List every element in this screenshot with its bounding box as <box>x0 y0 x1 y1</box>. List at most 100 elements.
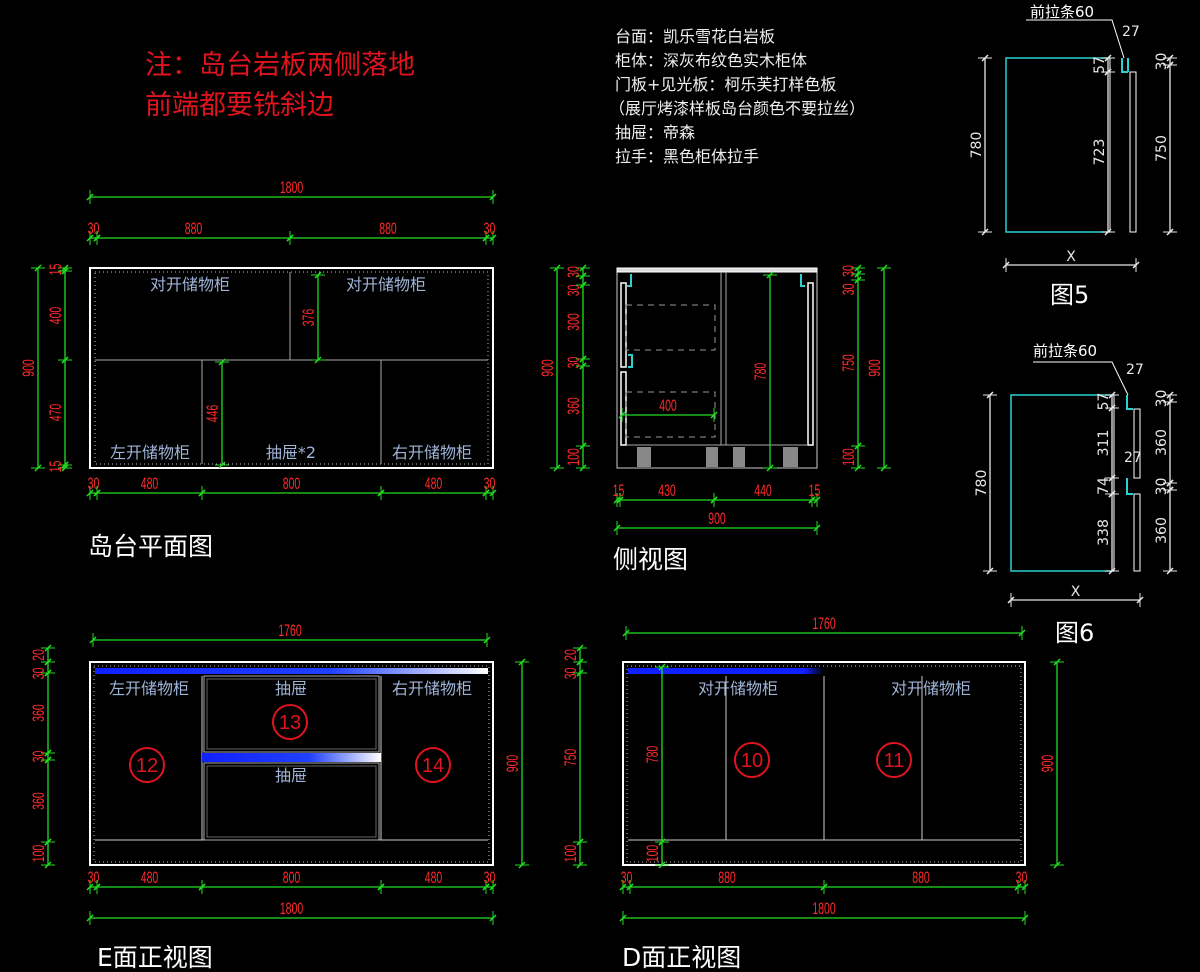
dimension: 360 <box>1154 398 1177 487</box>
dimension-value: 30 <box>563 284 582 296</box>
dimension: 470 <box>45 356 72 469</box>
d-label-left: 对开储物柜 <box>698 679 778 698</box>
dimension-value: 30 <box>1016 867 1028 886</box>
fig6-gap-mid: 27 <box>1124 450 1142 466</box>
dimension: 100 <box>28 838 55 869</box>
dimension-value: 900 <box>537 359 556 377</box>
dimension: 900 <box>502 658 529 869</box>
dimension: 360 <box>1154 486 1177 575</box>
dimension-value: 30 <box>484 867 496 886</box>
dimension-value: 1800 <box>280 177 304 196</box>
dimension-value: 880 <box>912 867 930 886</box>
dimension: 30 <box>838 264 865 278</box>
spec-countertop: 台面：凯乐雪花白岩板 <box>615 27 775 46</box>
dimension: 480 <box>377 473 490 500</box>
dimension-value: 30 <box>560 667 579 679</box>
dimension: 750 <box>560 669 587 846</box>
dimension: 30 <box>1014 867 1029 894</box>
spec-cabinet: 柜体：深灰布纹色实木柜体 <box>615 51 807 70</box>
dimension: 900 <box>864 264 891 472</box>
dimension-value: 15 <box>613 480 625 499</box>
dimension: 360 <box>563 362 590 450</box>
dimension: 100 <box>642 838 669 869</box>
e-title: E面正视图 <box>97 943 213 972</box>
plan-label-bottom-middle: 抽屉*2 <box>266 443 316 462</box>
plan-label-bottom-left: 左开储物柜 <box>110 443 190 462</box>
dimension: 100 <box>560 838 587 869</box>
dimension-value: X <box>1071 584 1081 600</box>
dimension: 1800 <box>619 898 1029 925</box>
dimension-value: 800 <box>283 473 301 492</box>
dimension: 376 <box>298 271 325 364</box>
dimension-value: 15 <box>45 460 64 472</box>
dimension: 400 <box>45 267 72 364</box>
dimension-value: 360 <box>1154 517 1170 544</box>
dimension: 780 <box>750 271 777 472</box>
dimension: 780 <box>969 54 992 236</box>
dimension: 30 <box>86 473 101 500</box>
dimension-value: 900 <box>1037 755 1056 773</box>
dimension: 30 <box>482 867 497 894</box>
dimension-value: 30 <box>1154 478 1170 496</box>
dimension-value: 480 <box>425 473 443 492</box>
marker-circle-12 <box>129 747 165 783</box>
dimension-value: 723 <box>1092 139 1108 166</box>
dimension-value: 30 <box>88 867 100 886</box>
fig5-title: 图5 <box>1050 281 1089 309</box>
dimension: 30 <box>1154 478 1177 496</box>
dimension-value: 57 <box>1096 393 1112 411</box>
dimension-value: 74 <box>1096 477 1112 495</box>
dimension: 1760 <box>622 613 1026 640</box>
dimension-value: 1760 <box>812 613 836 632</box>
side-view <box>616 267 818 469</box>
fig5-gap: 27 <box>1122 24 1140 40</box>
dimension-value: 480 <box>425 867 443 886</box>
plan-label-bottom-right: 右开储物柜 <box>392 443 472 462</box>
spec-door: 门板+见光板：柯乐芙打样色板 <box>615 75 836 94</box>
dimension-value: 446 <box>202 405 221 423</box>
e-label-drawer-bottom: 抽屉 <box>275 766 307 785</box>
dimension-value: 20 <box>28 649 47 661</box>
spec-drawer: 抽屉：帝森 <box>615 123 695 142</box>
plan-view <box>89 267 494 469</box>
marker-11: 11 <box>884 750 905 772</box>
dimension: 1760 <box>89 620 491 647</box>
dimension-value: 360 <box>1154 429 1170 456</box>
dimension: 440 <box>710 480 816 507</box>
plan-label-top-right: 对开储物柜 <box>346 275 426 294</box>
dimension-value: 780 <box>969 132 985 159</box>
dimension-value: 470 <box>45 404 64 422</box>
d-title: D面正视图 <box>622 943 741 972</box>
fig6-callout: 前拉条60 <box>1033 342 1097 360</box>
dimension-value: 311 <box>1096 430 1112 457</box>
e-label-right: 右开储物柜 <box>392 679 472 698</box>
dimension-value: 400 <box>45 307 64 325</box>
fig5-drawing <box>1005 19 1137 233</box>
marker-10: 10 <box>741 750 763 772</box>
spec-handle: 拉手：黑色柜体拉手 <box>615 147 759 166</box>
dimension-value: 300 <box>563 313 582 331</box>
e-label-left: 左开储物柜 <box>109 679 189 698</box>
dimension-value: 338 <box>1096 519 1112 546</box>
dimension: 311 <box>1096 404 1119 482</box>
fig5-callout: 前拉条60 <box>1030 3 1094 21</box>
dimension-layer: 1800 30 880 880 30 30 480 800 480 30 900 15 400 470 15… <box>18 53 1177 925</box>
dimension: 15 <box>613 480 625 507</box>
dimension-value: X <box>1066 249 1076 265</box>
dimension: 15 <box>45 263 72 275</box>
dimension: 30 <box>28 749 55 764</box>
dimension-value: 100 <box>28 845 47 863</box>
dimension-value: 750 <box>838 354 857 372</box>
dimension: 338 <box>1096 490 1119 575</box>
dimension-value: 30 <box>838 265 857 277</box>
marker-circle-13 <box>272 704 308 740</box>
dimension-value: 1800 <box>812 898 836 917</box>
dimension-value: 480 <box>141 867 159 886</box>
dimension-value: 400 <box>659 395 677 414</box>
dimension-value: 440 <box>754 480 772 499</box>
dimension: 880 <box>93 218 294 245</box>
dimension-value: 15 <box>809 480 821 499</box>
dimension: X <box>1002 249 1140 272</box>
dimension-value: 30 <box>28 750 47 762</box>
